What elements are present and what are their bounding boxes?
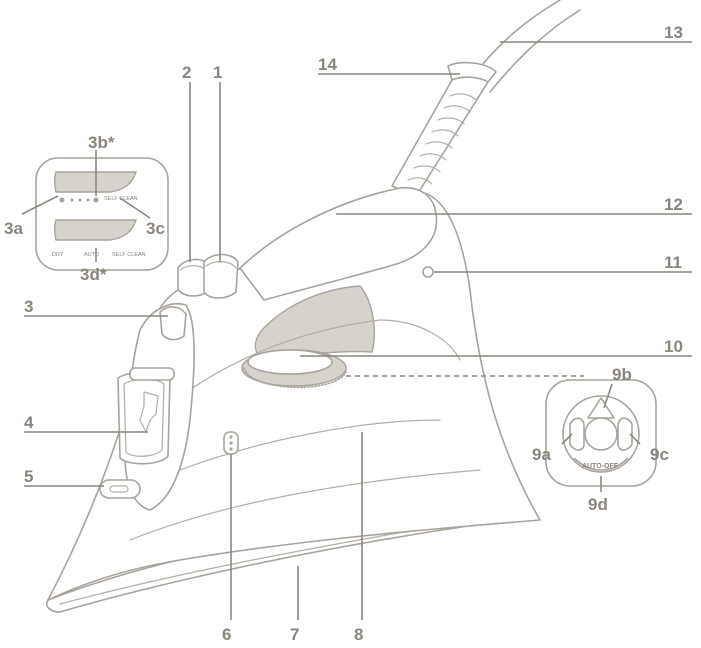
self-clean-bottom-label: SELF CLEAN	[112, 252, 146, 258]
shot-of-steam-button	[203, 253, 239, 299]
auto-off-label: AUTO-OFF	[582, 463, 619, 470]
callout-6: 6	[222, 625, 231, 644]
callout-10: 10	[664, 337, 683, 356]
callout-9b: 9b	[612, 365, 632, 384]
auto-label: AUTO	[84, 252, 100, 258]
callout-1: 1	[213, 63, 222, 82]
callout-3b: 3b*	[88, 133, 115, 152]
callout-3c: 3c	[146, 219, 165, 238]
water-tank-window	[117, 367, 175, 465]
callout-3: 3	[24, 297, 33, 316]
up-arrow-icon	[587, 397, 615, 419]
steam-selector-inset: SELF CLEAN DRY AUTO SELF CLEAN	[35, 157, 169, 271]
callout-14: 14	[318, 55, 337, 74]
callout-5: 5	[24, 467, 33, 486]
fill-cover	[99, 479, 141, 499]
callout-12: 12	[664, 195, 683, 214]
dot-marker	[59, 197, 65, 203]
callout-9c: 9c	[650, 445, 669, 464]
callout-9d: 9d	[588, 495, 608, 514]
callout-labels: 1 2 3 3a 3b* 3c 3d* 4 5 6 7 8 9a 9b 9c 9…	[4, 23, 683, 644]
callout-3a: 3a	[4, 219, 23, 238]
left-button	[569, 417, 585, 451]
cord-strain-relief	[391, 61, 497, 192]
leader-lines	[21, 41, 692, 620]
callout-7: 7	[290, 625, 299, 644]
right-button	[617, 417, 633, 451]
control-panel-inset: AUTO-OFF	[545, 379, 657, 487]
callout-3d: 3d*	[80, 265, 107, 284]
callout-9a: 9a	[532, 445, 551, 464]
callout-8: 8	[354, 625, 363, 644]
callout-2: 2	[182, 63, 191, 82]
callout-4: 4	[24, 413, 34, 432]
vent-grille	[223, 431, 239, 455]
dry-label: DRY	[52, 252, 64, 258]
callout-11: 11	[664, 253, 682, 272]
steam-selector	[159, 306, 187, 341]
callout-13: 13	[664, 23, 683, 42]
indicator-light	[422, 266, 434, 278]
